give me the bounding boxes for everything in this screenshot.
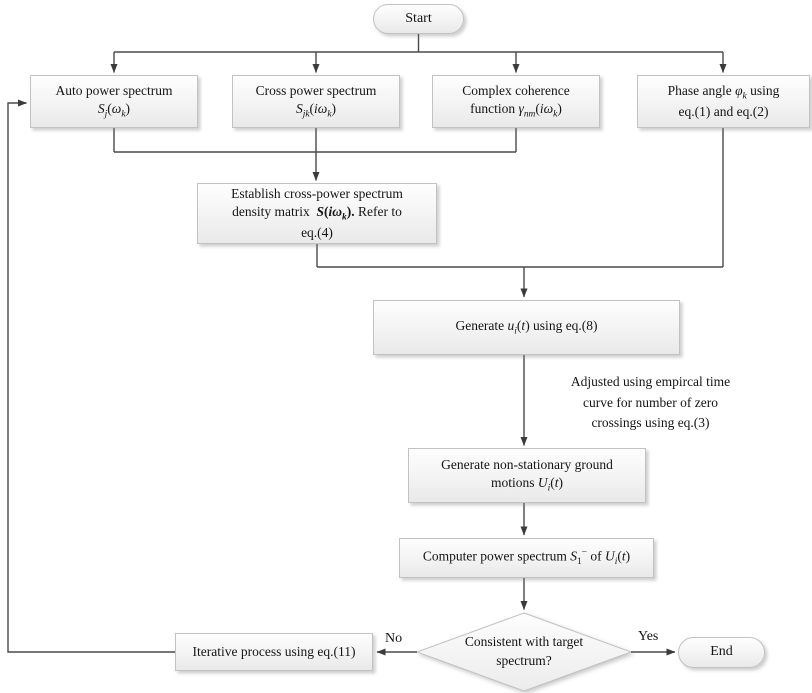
node-generate-u-label: Generate ui(t) using eq.(8) xyxy=(455,317,598,337)
node-start-label: Start xyxy=(405,10,432,26)
node-start: Start xyxy=(373,4,464,34)
edge-label-yes: Yes xyxy=(637,629,660,645)
node-end: End xyxy=(678,637,765,668)
node-iterative-process: Iterative process using eq.(11) xyxy=(175,633,373,671)
edge-label-no: No xyxy=(384,631,404,647)
node-compute-power-spectrum: Computer power spectrum S1− of Ui(t) xyxy=(399,538,654,578)
node-generate-u: Generate ui(t) using eq.(8) xyxy=(373,300,680,355)
node-compute-power-spectrum-label: Computer power spectrum S1− of Ui(t) xyxy=(422,548,631,568)
node-iterative-process-label: Iterative process using eq.(11) xyxy=(192,643,356,659)
decision-diamond-shape xyxy=(415,612,633,692)
node-end-label: End xyxy=(710,644,733,660)
